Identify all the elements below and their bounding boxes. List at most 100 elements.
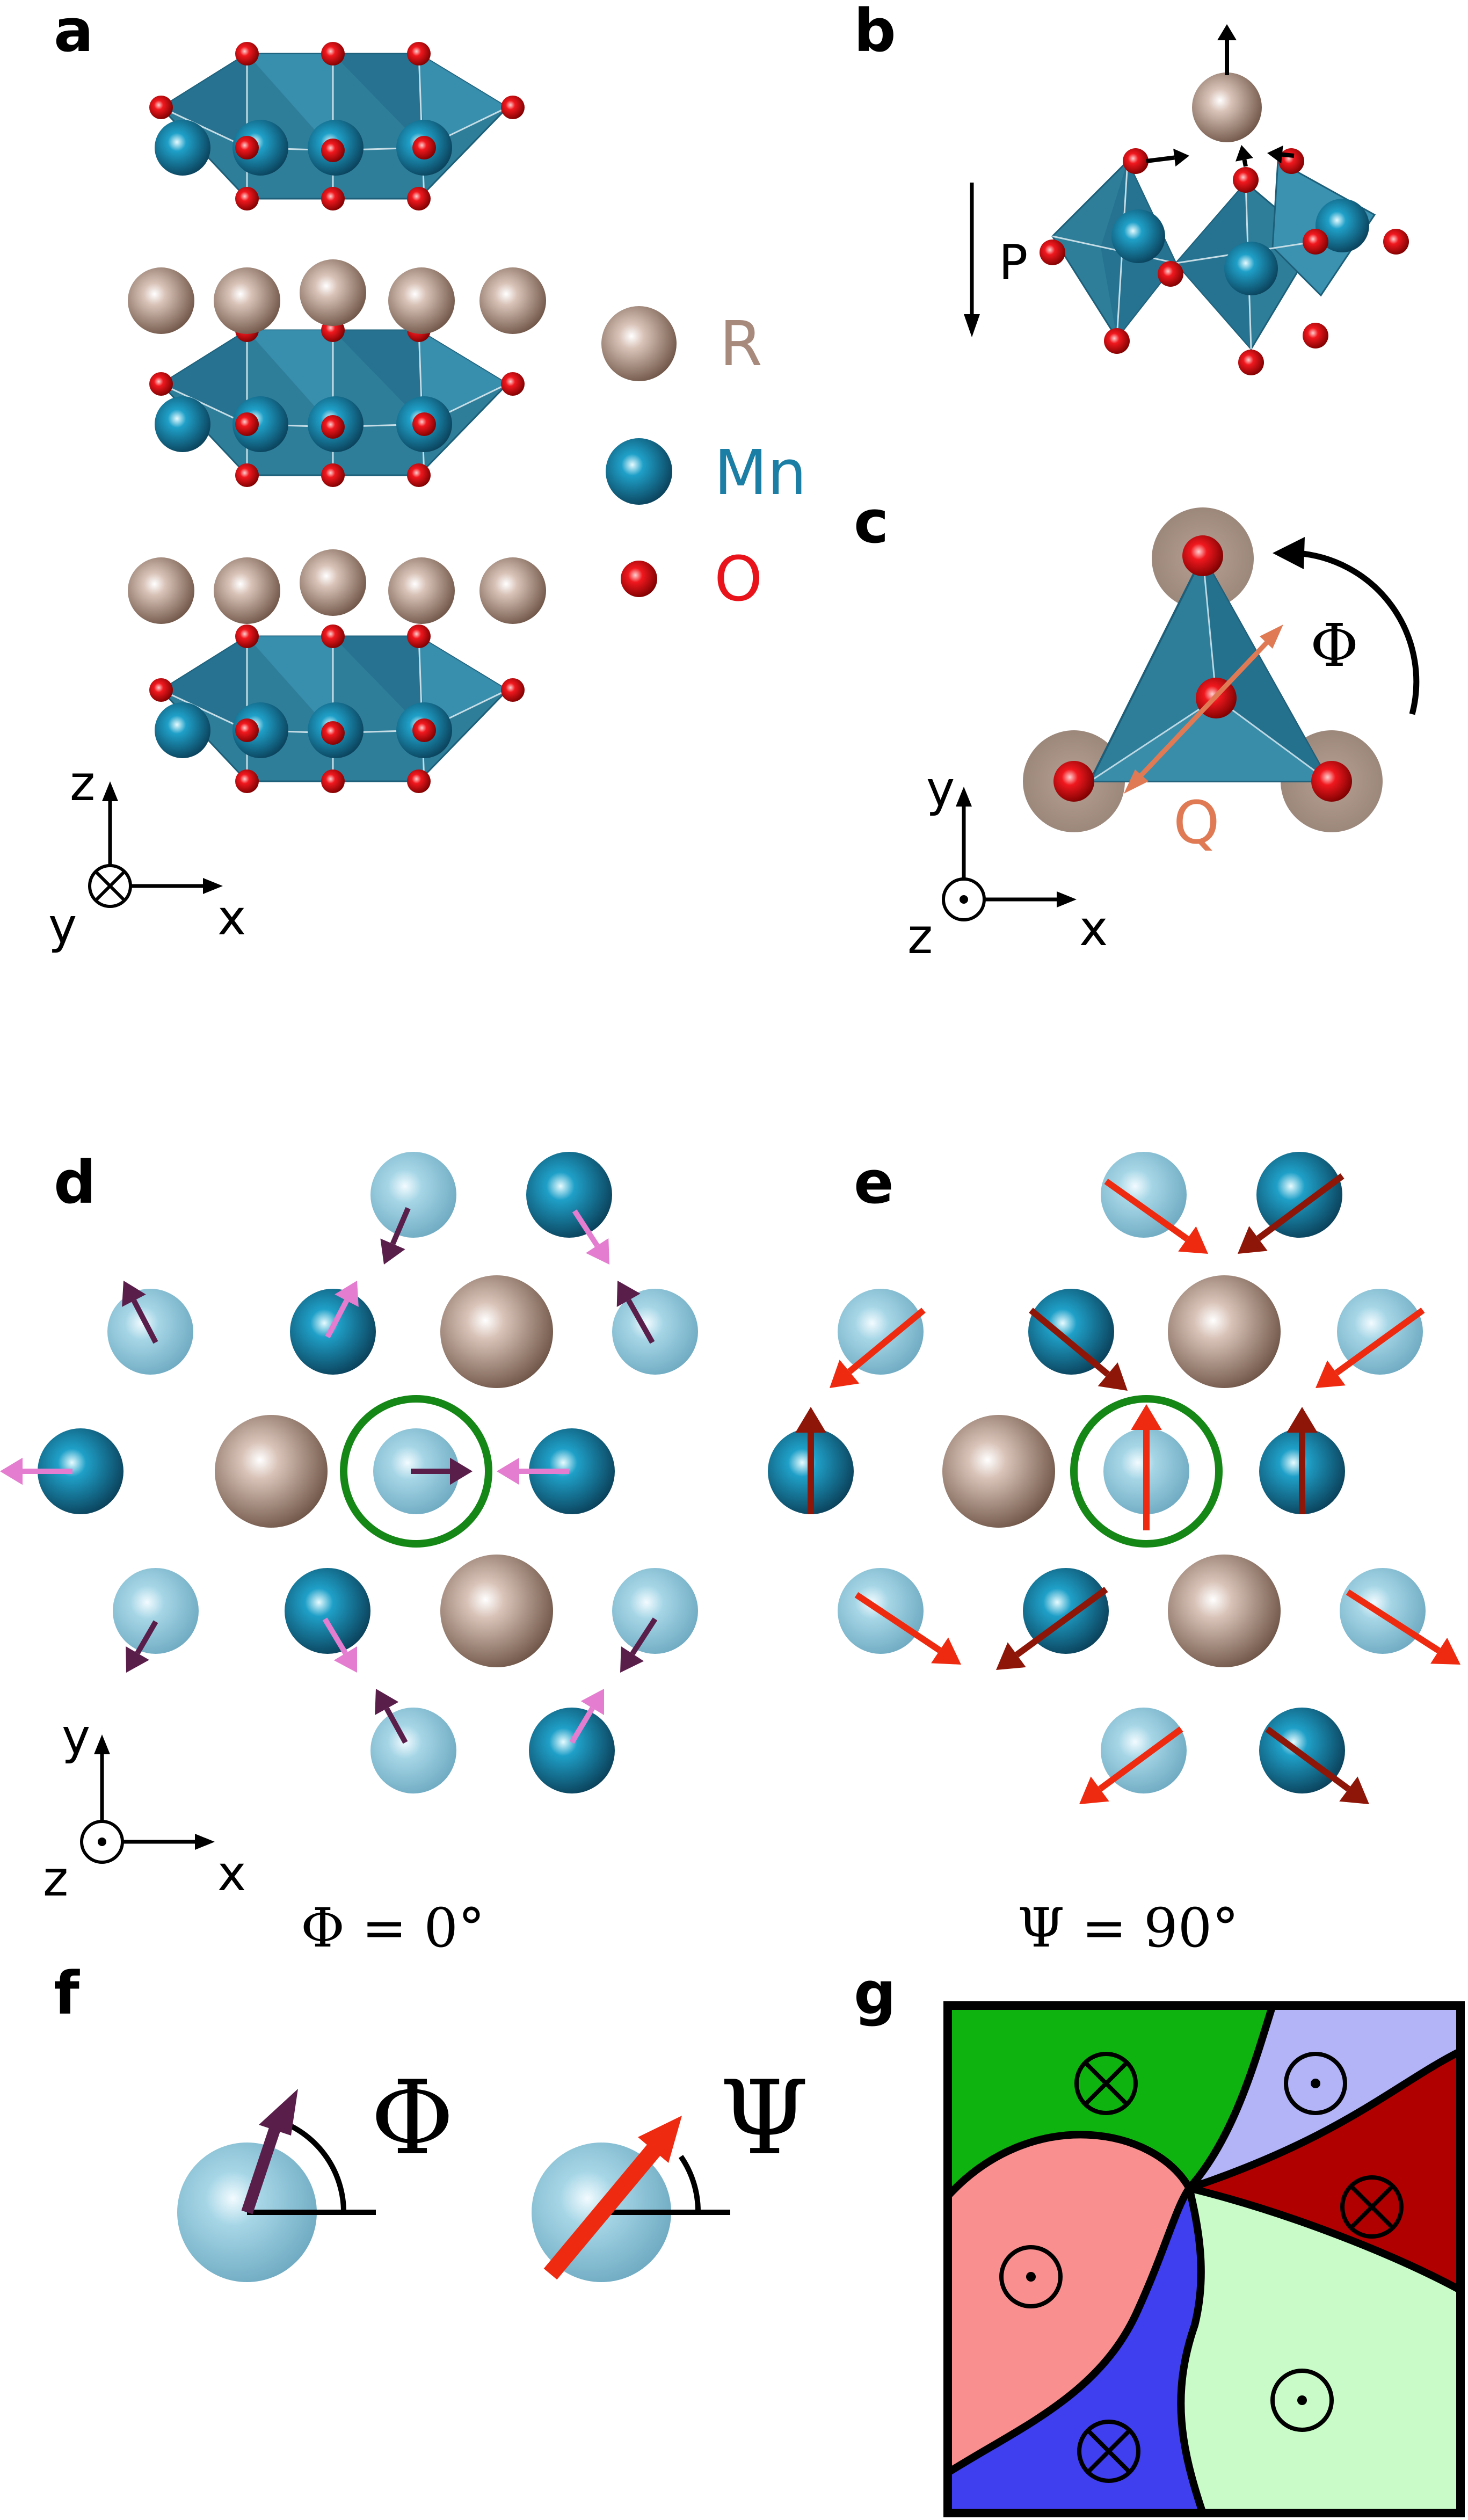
mn-atom	[526, 1152, 612, 1238]
r-atom	[388, 267, 455, 334]
panel-label-a: a	[54, 0, 93, 65]
r-atom	[440, 1555, 553, 1667]
r-atom	[479, 267, 546, 334]
legend-label-o: O	[714, 543, 763, 615]
spin-arrow	[325, 1281, 359, 1339]
r-atom	[214, 557, 280, 624]
r-atom	[214, 267, 280, 334]
spin-arrow	[1238, 1173, 1345, 1254]
mn-atom-light	[370, 1708, 456, 1793]
r-atom	[1192, 72, 1262, 142]
panel-label-g: g	[854, 1959, 896, 2028]
o-atom	[1233, 167, 1259, 193]
o-atom	[501, 372, 525, 396]
q-label: Q	[1173, 788, 1220, 857]
o-atom	[1040, 239, 1065, 265]
domain-green	[948, 2006, 1273, 2196]
axes-a: z x y	[48, 756, 246, 954]
caption-e: Ψ = 90°	[1018, 1897, 1239, 1959]
o-atom	[412, 412, 436, 436]
o-atom	[235, 463, 259, 487]
o-atom	[407, 624, 431, 648]
q-displacement-line	[1131, 631, 1277, 786]
r-displacement-arrow	[1217, 24, 1237, 75]
out-of-page-icon	[1270, 2369, 1334, 2432]
psi-angle-arc	[678, 2155, 701, 2213]
panel-d: d y x z Φ = 0°	[0, 1148, 698, 1959]
mn-atom	[232, 702, 288, 758]
spin-arrow	[1265, 1726, 1369, 1804]
mn-atom	[285, 1568, 370, 1654]
spin-arrow	[572, 1209, 609, 1265]
o-atom	[235, 624, 259, 648]
r-atom	[1168, 1275, 1281, 1388]
mn-atom	[1256, 1152, 1342, 1238]
phi-symbol-c: Φ	[1310, 611, 1358, 680]
panel-c: c Q Φ	[854, 488, 1420, 965]
phi-spin-pattern	[0, 1152, 698, 1793]
caption-d: Φ = 0°	[301, 1897, 485, 1959]
o-atom	[235, 769, 259, 793]
phi-arc-arrowhead	[1273, 537, 1305, 569]
polarization-arrow: P	[964, 183, 1028, 337]
phi-rotation-arc	[1296, 550, 1420, 715]
o-atom	[321, 769, 345, 793]
spin-arrow	[1029, 1308, 1128, 1391]
psi-spin-arrow	[543, 2139, 665, 2280]
mn-atom	[1111, 209, 1165, 263]
panel-a: a R Mn O z x y	[48, 0, 806, 954]
phi-angle-definition: Φ	[177, 2059, 454, 2282]
domain-frame	[943, 2001, 1465, 2517]
axis-label-z-d: z	[43, 1851, 68, 1907]
spin-arrow	[795, 1407, 826, 1514]
spin-arrow	[1131, 1404, 1162, 1530]
spin-arrow	[1346, 1589, 1460, 1665]
mno5-layer	[149, 624, 525, 793]
spin-arrow	[1316, 1308, 1425, 1388]
r-atom	[300, 259, 366, 326]
layered-crystal-structure	[128, 42, 546, 793]
legend-r-atom	[601, 306, 677, 381]
o-atom	[321, 187, 345, 210]
o-atom	[407, 187, 431, 210]
axis-label-z: z	[70, 756, 95, 812]
q-arrowhead-down	[1124, 769, 1149, 794]
spin-arrow	[1079, 1726, 1183, 1804]
axis-label-z-c: z	[907, 909, 933, 965]
o-atom	[149, 372, 173, 396]
spin-arrow	[411, 1457, 473, 1485]
mn-atom	[232, 120, 288, 176]
o-atom	[321, 721, 345, 745]
mn-atom-light	[1101, 1152, 1187, 1238]
panel-b: b P	[854, 0, 1409, 375]
spin-arrow	[0, 1457, 72, 1485]
z-axis-arrowhead	[102, 781, 118, 801]
mn-atom	[38, 1428, 123, 1514]
o-atom	[149, 678, 173, 702]
axis-label-x-d: x	[217, 1846, 246, 1902]
spin-arrow	[1104, 1179, 1208, 1254]
mn-atom-light	[370, 1152, 456, 1238]
panel-label-c: c	[854, 488, 889, 556]
axes-d: y x z	[43, 1709, 246, 1907]
o-atom	[149, 96, 173, 119]
o-atom	[235, 412, 259, 436]
o-atom	[1383, 229, 1409, 255]
mn-atom	[232, 396, 288, 452]
o-atom	[1123, 148, 1149, 174]
axis-label-x: x	[217, 890, 246, 946]
trimerized-bipyramids	[1040, 24, 1409, 375]
domain-walls	[944, 2004, 1463, 2515]
o-atom	[407, 463, 431, 487]
r-atom	[215, 1415, 328, 1528]
o-atom	[407, 769, 431, 793]
o-atom	[501, 96, 525, 119]
r-atom	[388, 557, 455, 624]
domain-pink	[948, 2134, 1189, 2473]
spin-arrow	[126, 1620, 158, 1673]
o-atom	[321, 139, 345, 162]
mn-atom	[155, 120, 210, 176]
phi-symbol-f: Φ	[370, 2059, 454, 2177]
axis-label-x-c: x	[1079, 900, 1108, 957]
